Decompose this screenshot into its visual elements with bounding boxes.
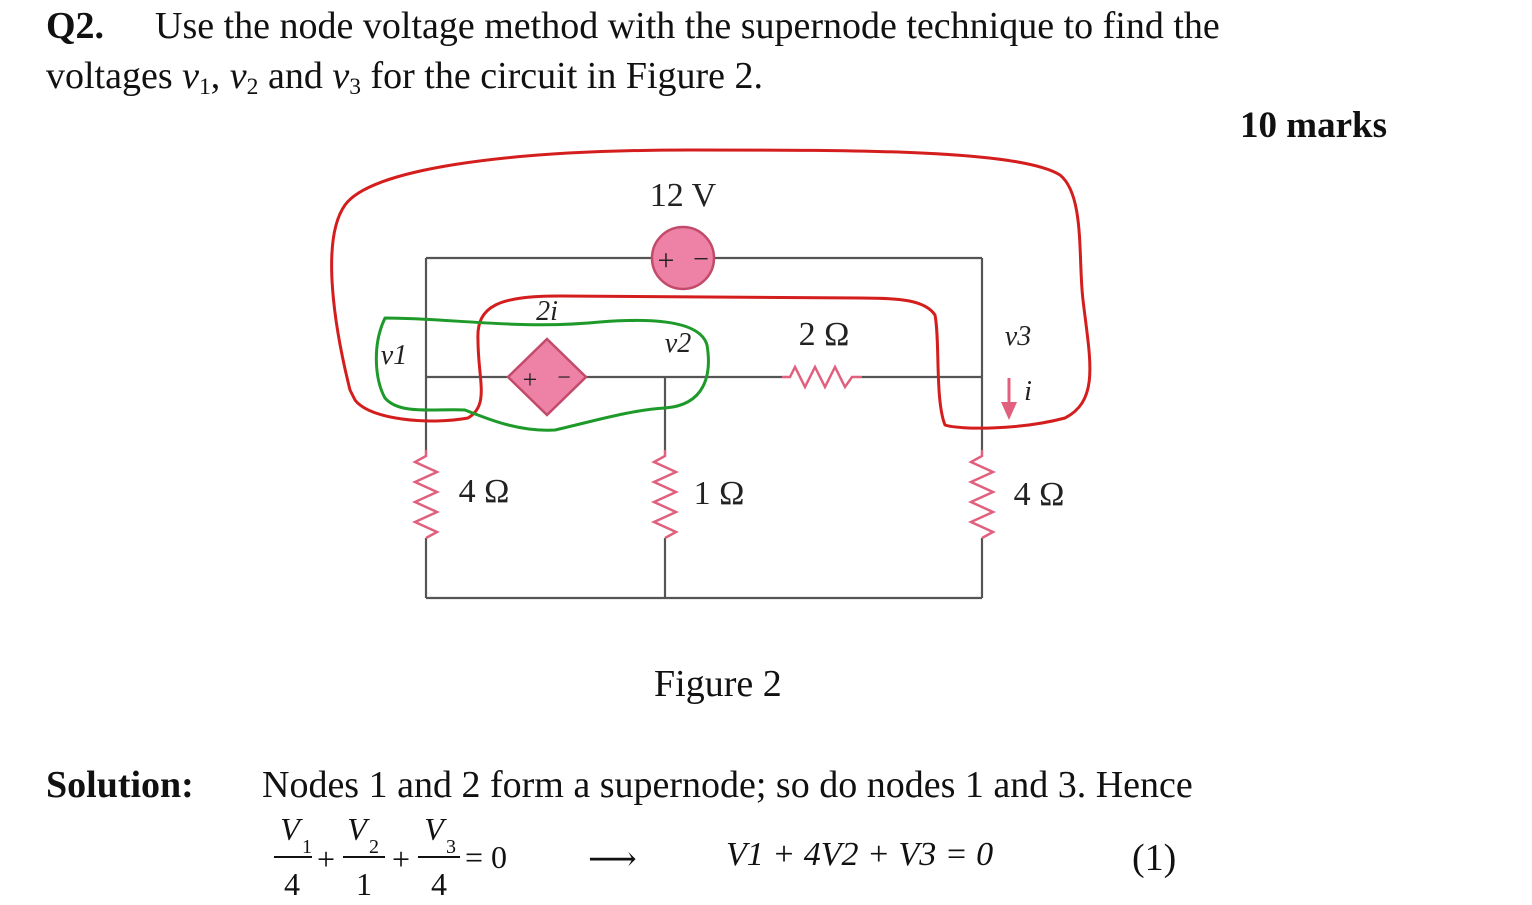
annotation-red-outer-loop (330, 148, 1092, 430)
eq-term1-denominator: 4 (284, 866, 300, 902)
eq-term1-numerator: V (280, 811, 303, 847)
var-v2: v (229, 55, 247, 97)
and-text: and (258, 55, 333, 97)
node3-label: v3 (1005, 321, 1031, 352)
resistor-4ohm-left-label: 4 Ω (459, 473, 510, 510)
current-label: i (1024, 376, 1032, 407)
var-v3: v (332, 55, 350, 97)
equation-left: V 1 4 + V 2 1 + V 3 4 = 0 (274, 811, 507, 902)
current-arrow-icon (1001, 378, 1017, 420)
resistor-1ohm (650, 450, 680, 540)
var-v2-sub: 2 (246, 73, 259, 100)
annotation-green-supernode-loop (374, 316, 710, 432)
var-v1: v (182, 55, 200, 97)
question-text-line1: Use the node voltage method with the sup… (155, 5, 1220, 47)
source-label-12v: 12 V (650, 177, 717, 214)
resistor-1ohm-label: 1 Ω (694, 475, 745, 512)
eq-term3-numerator: V (424, 811, 447, 847)
resistor-2ohm-label: 2 Ω (799, 316, 850, 353)
question-text-suffix: for the circuit in Figure 2. (360, 55, 764, 97)
question-label: Q2. (46, 5, 105, 47)
resistor-4ohm-right-label: 4 Ω (1014, 476, 1065, 513)
node2-label: v2 (665, 328, 691, 359)
eq-plus-2: + (392, 841, 410, 877)
eq-term2-numerator: V (347, 811, 370, 847)
eq-rhs: = 0 (465, 839, 507, 875)
eq-term3-sub: 3 (446, 836, 456, 858)
solution-text: Nodes 1 and 2 form a supernode; so do no… (262, 764, 1193, 806)
node1-label: v1 (381, 340, 407, 371)
dep-source-label: 2i (536, 296, 558, 327)
figure-caption: Figure 2 (654, 663, 782, 705)
eq-term3-denominator: 4 (431, 866, 447, 902)
dep-source-plus: + (523, 365, 538, 394)
eq-plus-1: + (317, 841, 335, 877)
equation-number: (1) (1132, 837, 1177, 879)
var-v3-sub: 3 (349, 73, 361, 100)
eq-term2-denominator: 1 (356, 866, 372, 902)
solution-label: Solution: (46, 764, 194, 806)
resistor-4ohm-left (411, 450, 441, 540)
eq-term1-sub: 1 (302, 836, 312, 858)
source-plus-sign: + (658, 244, 675, 277)
equation-right: V1 + 4V2 + V3 = 0 (726, 836, 994, 873)
var-v1-sub: 1 (199, 73, 211, 100)
voltage-source-12v: + − (650, 225, 716, 291)
dep-source-minus: − (557, 365, 571, 391)
resistor-2ohm (782, 364, 862, 390)
eq-term2-sub: 2 (369, 836, 379, 858)
question-text-prefix: voltages (46, 55, 183, 97)
comma: , (210, 55, 230, 97)
marks-label: 10 marks (1240, 105, 1387, 146)
source-minus-sign: − (693, 244, 709, 275)
dependent-voltage-source: + − (506, 337, 588, 417)
resistor-4ohm-right (967, 450, 997, 540)
question-text-line2: voltages v1, v2 and v3 for the circuit i… (46, 54, 763, 101)
eq-arrow: ⟶ (588, 841, 637, 878)
circuit-wires (424, 256, 984, 600)
